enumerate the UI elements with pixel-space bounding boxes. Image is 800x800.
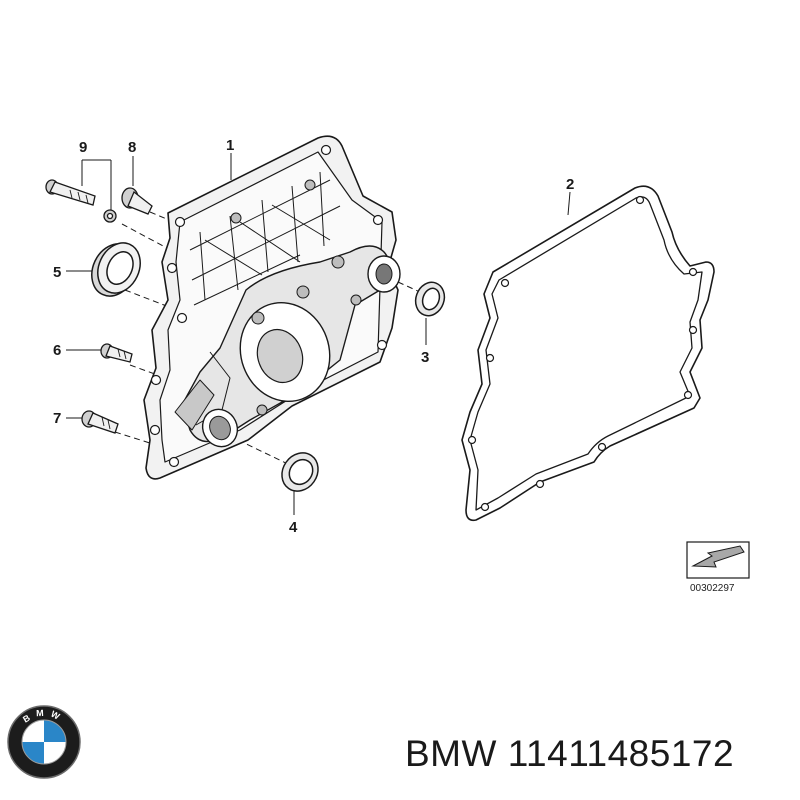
bolt-part-9 <box>45 179 96 206</box>
reference-badge: 00302297 <box>686 541 750 594</box>
callout-3: 3 <box>421 349 429 366</box>
callout-4: 4 <box>289 519 298 536</box>
direction-arrow-icon <box>691 545 745 568</box>
washer-part-9 <box>103 209 117 223</box>
part-number-caption: BMW 11411485172 <box>405 733 735 774</box>
callout-9: 9 <box>79 139 87 156</box>
bmw-roundel-icon: BMW <box>7 705 81 779</box>
callout-1: 1 <box>226 137 234 154</box>
callout-5: 5 <box>53 264 61 281</box>
leader-lines <box>66 153 571 515</box>
shaft-seal-part-5 <box>91 242 141 297</box>
callout-6: 6 <box>53 342 61 359</box>
cover-gasket-part <box>461 185 715 522</box>
logo-letter-m: M <box>36 708 50 718</box>
callout-labels: 9 8 1 2 5 6 3 7 4 <box>53 137 574 536</box>
callout-8: 8 <box>128 139 136 156</box>
callout-7: 7 <box>53 410 61 427</box>
seal-ring-part-3 <box>414 281 446 317</box>
timing-cover-part <box>143 135 401 480</box>
bolt-part-7 <box>81 410 119 434</box>
svg-text:BMW: BMW <box>21 708 67 725</box>
seal-ring-part-4 <box>281 452 319 492</box>
logo-letter-b: B <box>21 710 37 725</box>
logo-letter-w: W <box>49 709 67 725</box>
bolt-part-8 <box>121 187 153 215</box>
bolt-part-6 <box>100 343 133 363</box>
callout-2: 2 <box>566 176 574 193</box>
reference-code: 00302297 <box>690 583 735 594</box>
